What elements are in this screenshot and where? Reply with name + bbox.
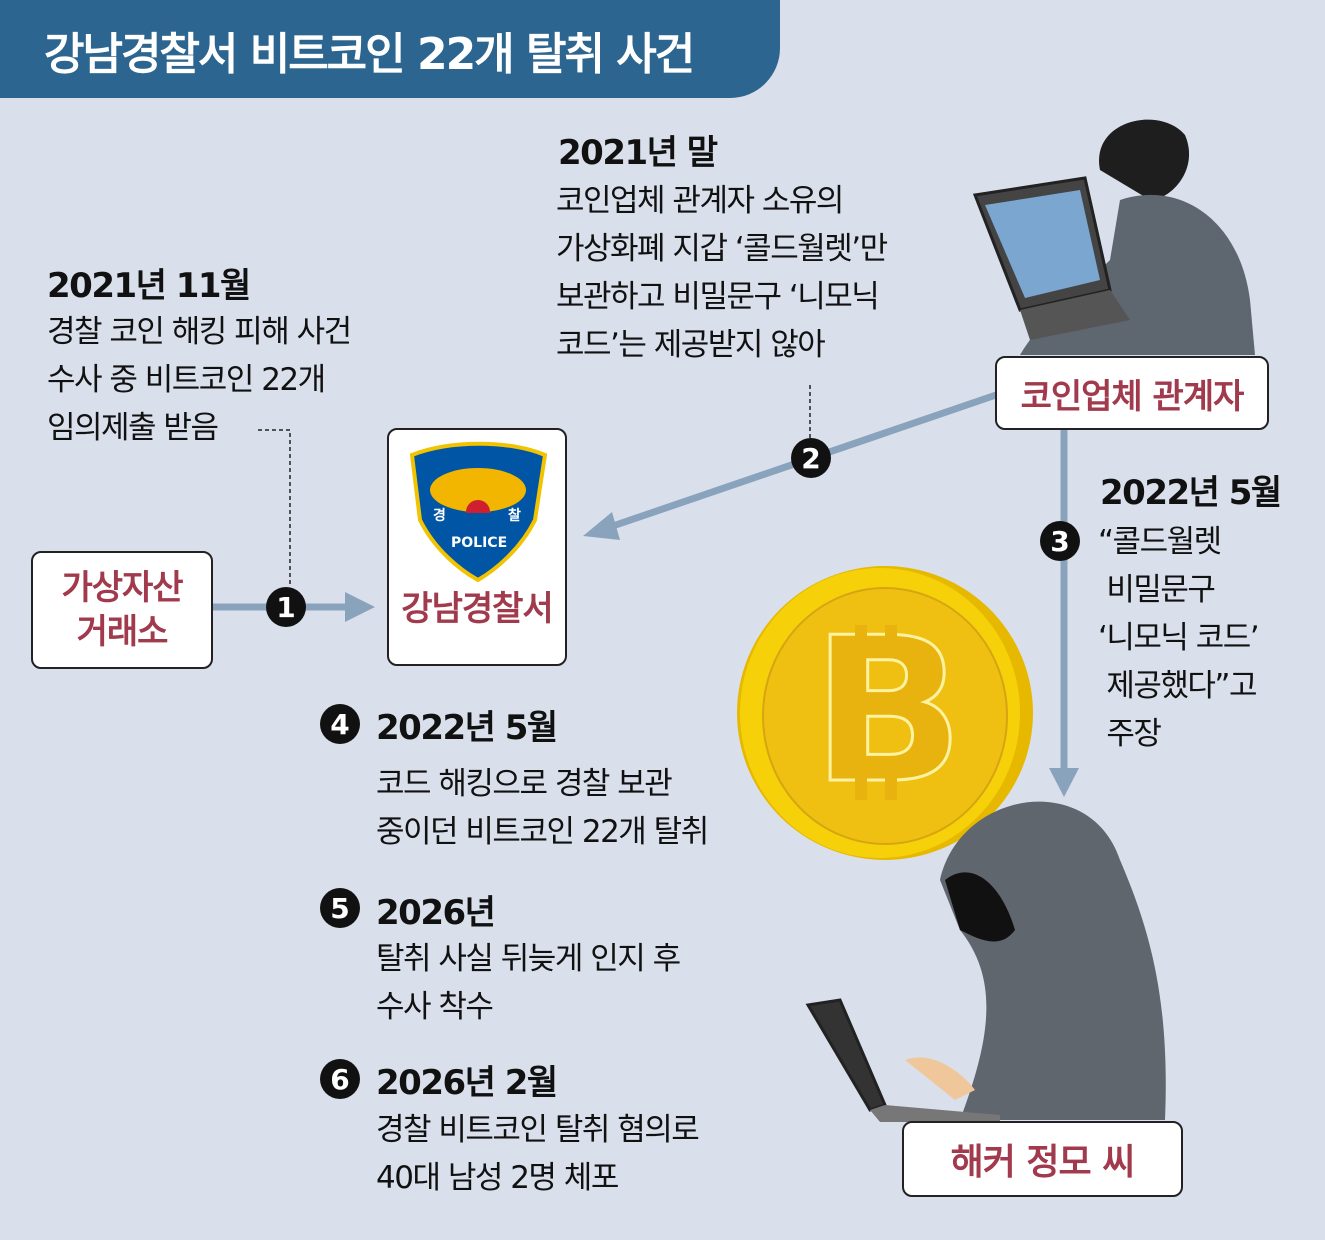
node-hacker: 해커 정모 씨 [902,1121,1183,1197]
step-3-badge: 3 [1040,521,1080,561]
businessman-illustration [972,119,1255,355]
leader-line-1 [258,429,291,585]
event-4-date: 2022년 5월 [376,708,558,748]
bitcoin-icon: B [737,566,1033,860]
badge-char-left: 경 [433,508,446,524]
event-6-text: 경찰 비트코인 탈취 혐의로 40대 남성 2명 체포 [376,1112,700,1196]
badge-char-right: 찰 [508,508,521,524]
node-exchange: 가상자산 거래소 [31,551,213,669]
event-2-text: 코인업체 관계자 소유의 가상화폐 지갑 ‘콜드월렛’만 보관하고 비밀문구 ‘… [556,183,888,363]
arrowhead-3 [1049,768,1079,797]
event-1-date: 2021년 11월 [47,266,251,306]
title-bar: 강남경찰서 비트코인 22개 탈취 사건 [0,0,780,98]
event-4-text: 코드 해킹으로 경찰 보관 중이던 비트코인 22개 탈취 [376,766,709,850]
step-1-badge: 1 [266,587,306,627]
node-police-label: 강남경찰서 [401,589,553,629]
event-6-date: 2026년 2월 [376,1063,558,1103]
hacker-illustration [805,801,1166,1122]
event-5-text: 탈취 사실 뒤늦게 인지 후 수사 착수 [376,941,681,1025]
event-1-text: 경찰 코인 해킹 피해 사건 수사 중 비트코인 22개 임의제출 받음 [47,314,352,446]
event-2-date: 2021년 말 [558,133,718,173]
event-3-text: “콜드월렛 비밀문구 ‘니모닉 코드’ 제공했다”고 주장 [1098,524,1260,752]
badge-police-text: POLICE [451,535,508,551]
step-6-badge: 6 [320,1059,360,1099]
node-coin-company: 코인업체 관계자 [995,356,1269,430]
step-2-badge: 2 [791,438,831,478]
step-4-badge: 4 [320,704,360,744]
event-3-date: 2022년 5월 [1100,473,1282,513]
event-5-date: 2026년 [376,893,496,933]
arrowhead-1 [345,592,375,622]
step-5-badge: 5 [320,888,360,928]
page-title: 강남경찰서 비트코인 22개 탈취 사건 [44,29,695,80]
arrowhead-2 [583,512,620,540]
